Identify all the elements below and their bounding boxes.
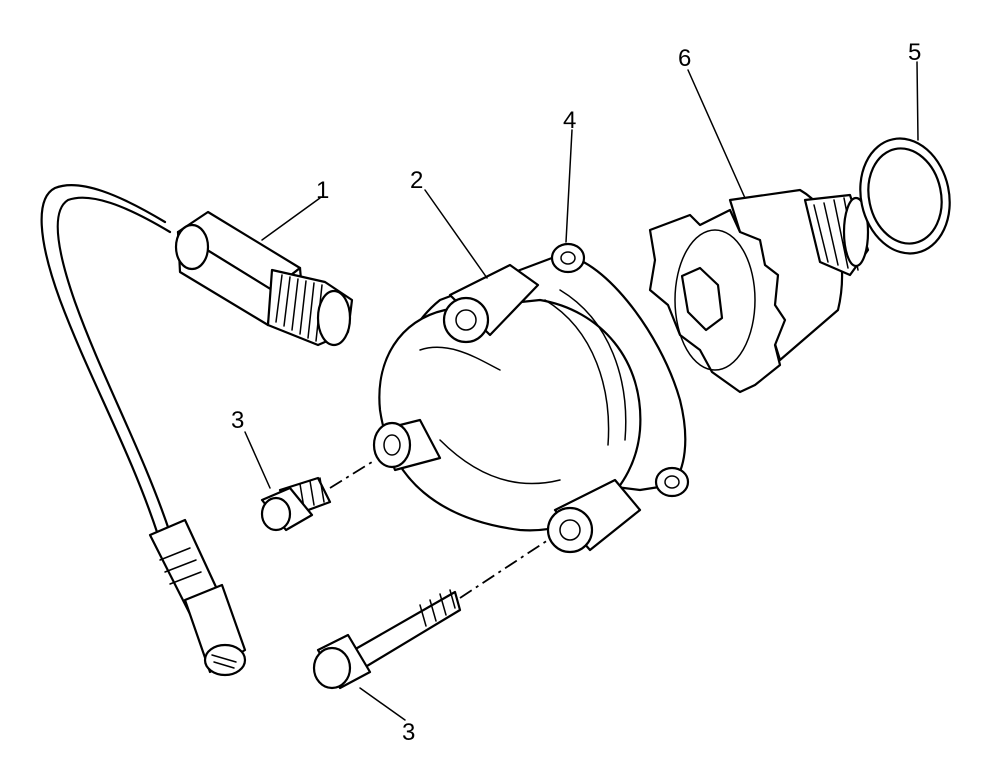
callout-label-6: 6 [678,45,691,72]
screw-long-axis [459,539,549,599]
callout-label-4: 4 [563,107,576,134]
callout-label-3-long-screw: 3 [402,719,415,746]
screw-short-axis [329,461,373,489]
callout-label-5: 5 [908,39,921,66]
callout-label-1: 1 [316,177,329,204]
callout-label-3-short-screw: 3 [231,407,244,434]
leader-lines [244,61,919,721]
housing [372,242,690,554]
drive-gear [648,188,870,394]
screw-long [312,589,462,690]
screw-short [260,476,332,532]
callout-label-2: 2 [410,167,423,194]
sensor-assembly [40,184,354,677]
o-ring [859,137,951,255]
